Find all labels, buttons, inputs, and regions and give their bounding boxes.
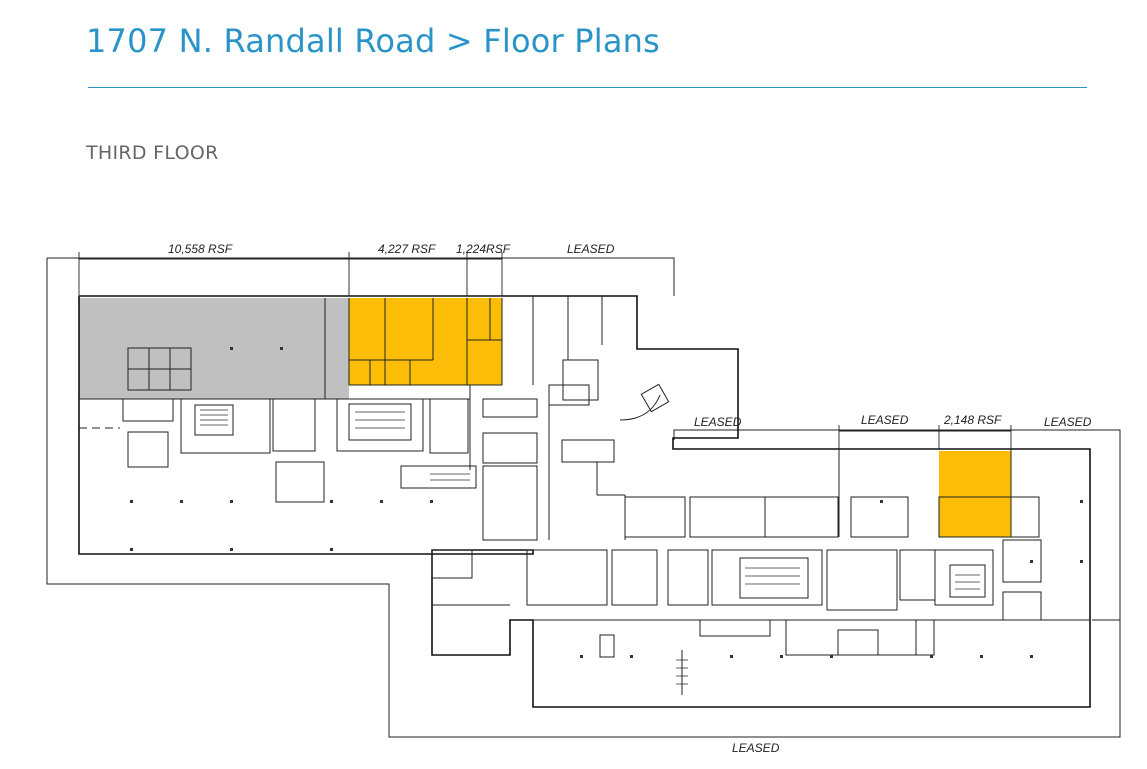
leased-label: LEASED	[1044, 415, 1092, 429]
dimension-lines	[78, 252, 1120, 621]
suite-10558-fill[interactable]	[79, 298, 349, 399]
interior-walls-left	[79, 298, 538, 541]
suite-2148-label[interactable]: 2,148 RSF	[943, 413, 1002, 427]
breadcrumb-section: Floor Plans	[483, 22, 660, 60]
structural-columns	[130, 347, 1083, 658]
leased-label: LEASED	[567, 242, 615, 256]
title-divider	[88, 87, 1087, 88]
breadcrumb-property[interactable]: 1707 N. Randall Road	[86, 22, 436, 60]
suite-2148-fill[interactable]	[939, 451, 1011, 537]
page-title: 1707 N. Randall Road > Floor Plans	[86, 22, 660, 60]
breadcrumb-separator-icon: >	[445, 22, 473, 60]
suite-1224-fill[interactable]	[467, 298, 502, 385]
leased-label: LEASED	[694, 415, 742, 429]
interior-walls-middle	[532, 296, 1040, 540]
suite-4227-fill[interactable]	[349, 298, 467, 385]
suite-4227-label[interactable]: 4,227 RSF	[378, 242, 436, 256]
leased-label: LEASED	[861, 413, 909, 427]
interior-walls-lower	[431, 539, 1090, 695]
leased-label: LEASED	[732, 741, 780, 755]
stair-icon	[200, 409, 980, 685]
floor-label: THIRD FLOOR	[86, 142, 219, 164]
suite-10558-label[interactable]: 10,558 RSF	[168, 242, 233, 256]
suite-1224-label[interactable]: 1,224RSF	[456, 242, 511, 256]
property-boundary	[47, 257, 675, 296]
